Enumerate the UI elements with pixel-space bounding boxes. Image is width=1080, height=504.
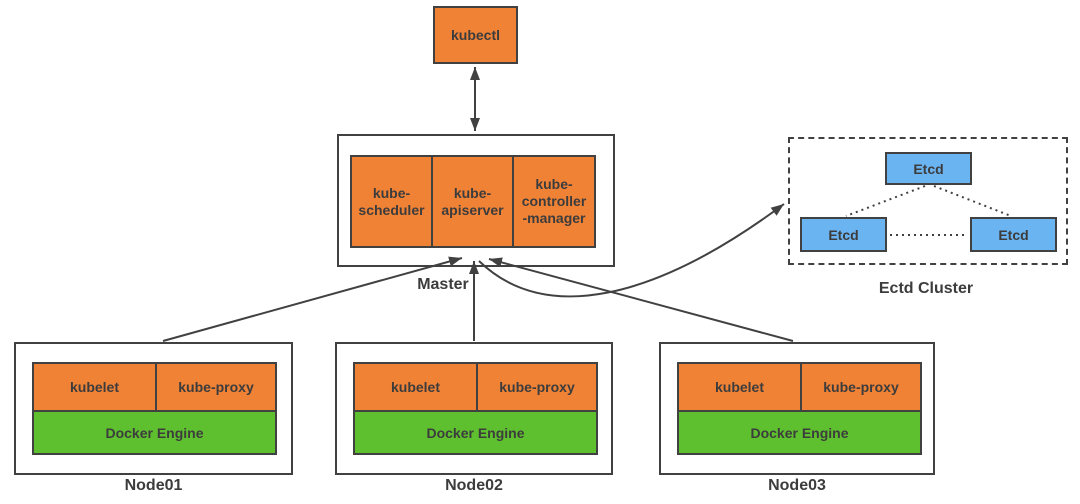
kube-apiserver-box: kube- apiserver [431,155,514,248]
etcd-cluster-label: Ectd Cluster [878,280,974,297]
kubelet-box: kubelet [32,362,157,412]
etcd-box-top: Etcd [885,152,972,185]
master-box: kube- scheduler kube- apiserver kube- co… [337,134,615,267]
docker-engine-box: Docker Engine [32,410,277,455]
etcd-box-left: Etcd [800,217,887,252]
node01-box: kubelet kube-proxy Docker Engine [14,342,293,475]
kubectl-box: kubectl [433,6,518,64]
connector-node01-apiserver [162,256,463,342]
kube-controller-manager-box: kube- controller -manager [512,155,596,248]
kube-proxy-box: kube-proxy [476,362,598,412]
master-label: Master [417,276,469,293]
docker-engine-box: Docker Engine [353,410,598,455]
docker-engine-box: Docker Engine [677,410,922,455]
kube-proxy-box: kube-proxy [155,362,277,412]
kubelet-box: kubelet [677,362,802,412]
kubelet-box: kubelet [353,362,478,412]
node02-box: kubelet kube-proxy Docker Engine [335,342,613,475]
etcd-cluster-box: Etcd Etcd Etcd [788,137,1068,265]
connector-node03-apiserver [488,257,794,342]
node01-label: Node01 [124,477,183,494]
node03-box: kubelet kube-proxy Docker Engine [659,342,935,475]
kube-scheduler-box: kube- scheduler [350,155,433,248]
node03-label: Node03 [768,477,826,494]
etcd-box-right: Etcd [970,217,1057,252]
node02-label: Node02 [445,477,503,494]
kube-proxy-box: kube-proxy [800,362,922,412]
